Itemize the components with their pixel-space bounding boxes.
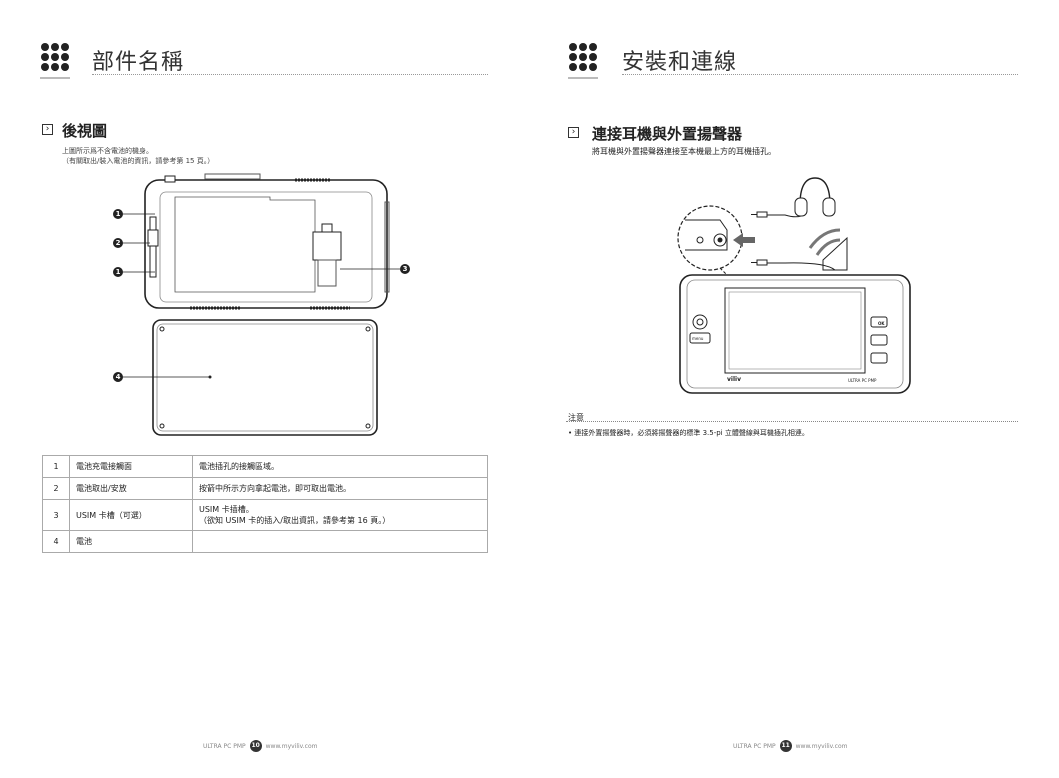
device-menu-button: menu xyxy=(692,336,704,341)
section-arrow-icon: › xyxy=(42,124,53,135)
footer-brand: ULTRA PC PMP xyxy=(733,742,776,750)
part-description-line: USIM 卡插槽。 xyxy=(199,505,254,514)
note-label: 注意 xyxy=(568,413,584,422)
page-number: 10 xyxy=(249,740,262,752)
page-title: 安裝和連線 xyxy=(622,50,738,75)
table-row: 4 電池 xyxy=(42,530,488,553)
footer-brand: ULTRA PC PMP xyxy=(203,742,246,750)
row-number: 2 xyxy=(42,477,70,500)
page-number: 11 xyxy=(779,740,792,752)
callout-marker: 4 xyxy=(113,372,123,382)
part-description-line: （欲知 USIM 卡的插入/取出資訊，請參考第 16 頁。） xyxy=(199,516,391,525)
page-footer: ULTRA PC PMP 11 www.myviliv.com xyxy=(733,740,847,752)
right-page: 安裝和連線 › 連接耳機與外置揚聲器 將耳機與外置揚聲器連接至本機最上方的耳機插… xyxy=(530,0,1059,778)
footer-url: www.myviliv.com xyxy=(265,742,318,750)
part-name: 電池 xyxy=(69,530,193,553)
row-number: 3 xyxy=(42,499,70,531)
header-rule xyxy=(92,74,488,75)
row-number: 1 xyxy=(42,455,70,478)
part-name: USIM 卡槽（可選） xyxy=(69,499,193,531)
header-logo-icon xyxy=(41,43,69,71)
parts-table: 1 電池充電接觸面 電池插孔的接觸區域。 2 電池取出/安放 按箭中所示方向拿起… xyxy=(42,455,488,553)
callout-marker: 1 xyxy=(113,267,123,277)
header-logo-underline xyxy=(568,77,598,79)
header-rule xyxy=(622,74,1018,75)
page-footer: ULTRA PC PMP 10 www.myviliv.com xyxy=(203,740,317,752)
header-logo-underline xyxy=(40,77,70,79)
note-text: • 連接外置揚聲器時，必須將揚聲器的標準 3.5-pi 立體聲線與耳機插孔相連。 xyxy=(568,429,809,437)
part-description: 按箭中所示方向拿起電池，即可取出電池。 xyxy=(192,477,488,500)
section-title: 後視圖 xyxy=(62,122,108,140)
rear-view-illustration xyxy=(118,173,400,436)
section-title: 連接耳機與外置揚聲器 xyxy=(592,125,743,143)
header-logo-icon xyxy=(569,43,597,71)
table-row: 1 電池充電接觸面 電池插孔的接觸區域。 xyxy=(42,455,488,478)
callout-marker: 2 xyxy=(113,238,123,248)
device-ok-button: OK xyxy=(878,321,885,326)
note-rule xyxy=(566,421,1018,422)
table-row: 2 電池取出/安放 按箭中所示方向拿起電池，即可取出電池。 xyxy=(42,477,488,500)
description-line: （有關取出/裝入電池的資訊，請參考第 15 頁。） xyxy=(62,157,215,165)
callout-marker: 1 xyxy=(113,209,123,219)
part-name: 電池取出/安放 xyxy=(69,477,193,500)
footer-url: www.myviliv.com xyxy=(795,742,848,750)
description-line: 上圖所示爲不含電池的機身。 xyxy=(62,147,153,155)
section-subtitle: 將耳機與外置揚聲器連接至本機最上方的耳機插孔。 xyxy=(592,147,776,156)
callout-marker: 3 xyxy=(400,264,410,274)
device-model-label: ULTRA PC PMP xyxy=(848,378,877,383)
page-title: 部件名稱 xyxy=(92,50,185,75)
left-page: 部件名稱 › 後視圖 上圖所示爲不含電池的機身。 （有關取出/裝入電池的資訊，請… xyxy=(0,0,529,778)
row-number: 4 xyxy=(42,530,70,553)
headphone-speaker-illustration xyxy=(677,177,911,394)
part-description: 電池插孔的接觸區域。 xyxy=(192,455,488,478)
table-row: 3 USIM 卡槽（可選） USIM 卡插槽。 （欲知 USIM 卡的插入/取出… xyxy=(42,499,488,531)
device-brand-logo: viliv xyxy=(727,376,741,383)
part-description xyxy=(192,530,488,553)
part-description: USIM 卡插槽。 （欲知 USIM 卡的插入/取出資訊，請參考第 16 頁。） xyxy=(192,499,488,531)
section-arrow-icon: › xyxy=(568,127,579,138)
part-name: 電池充電接觸面 xyxy=(69,455,193,478)
